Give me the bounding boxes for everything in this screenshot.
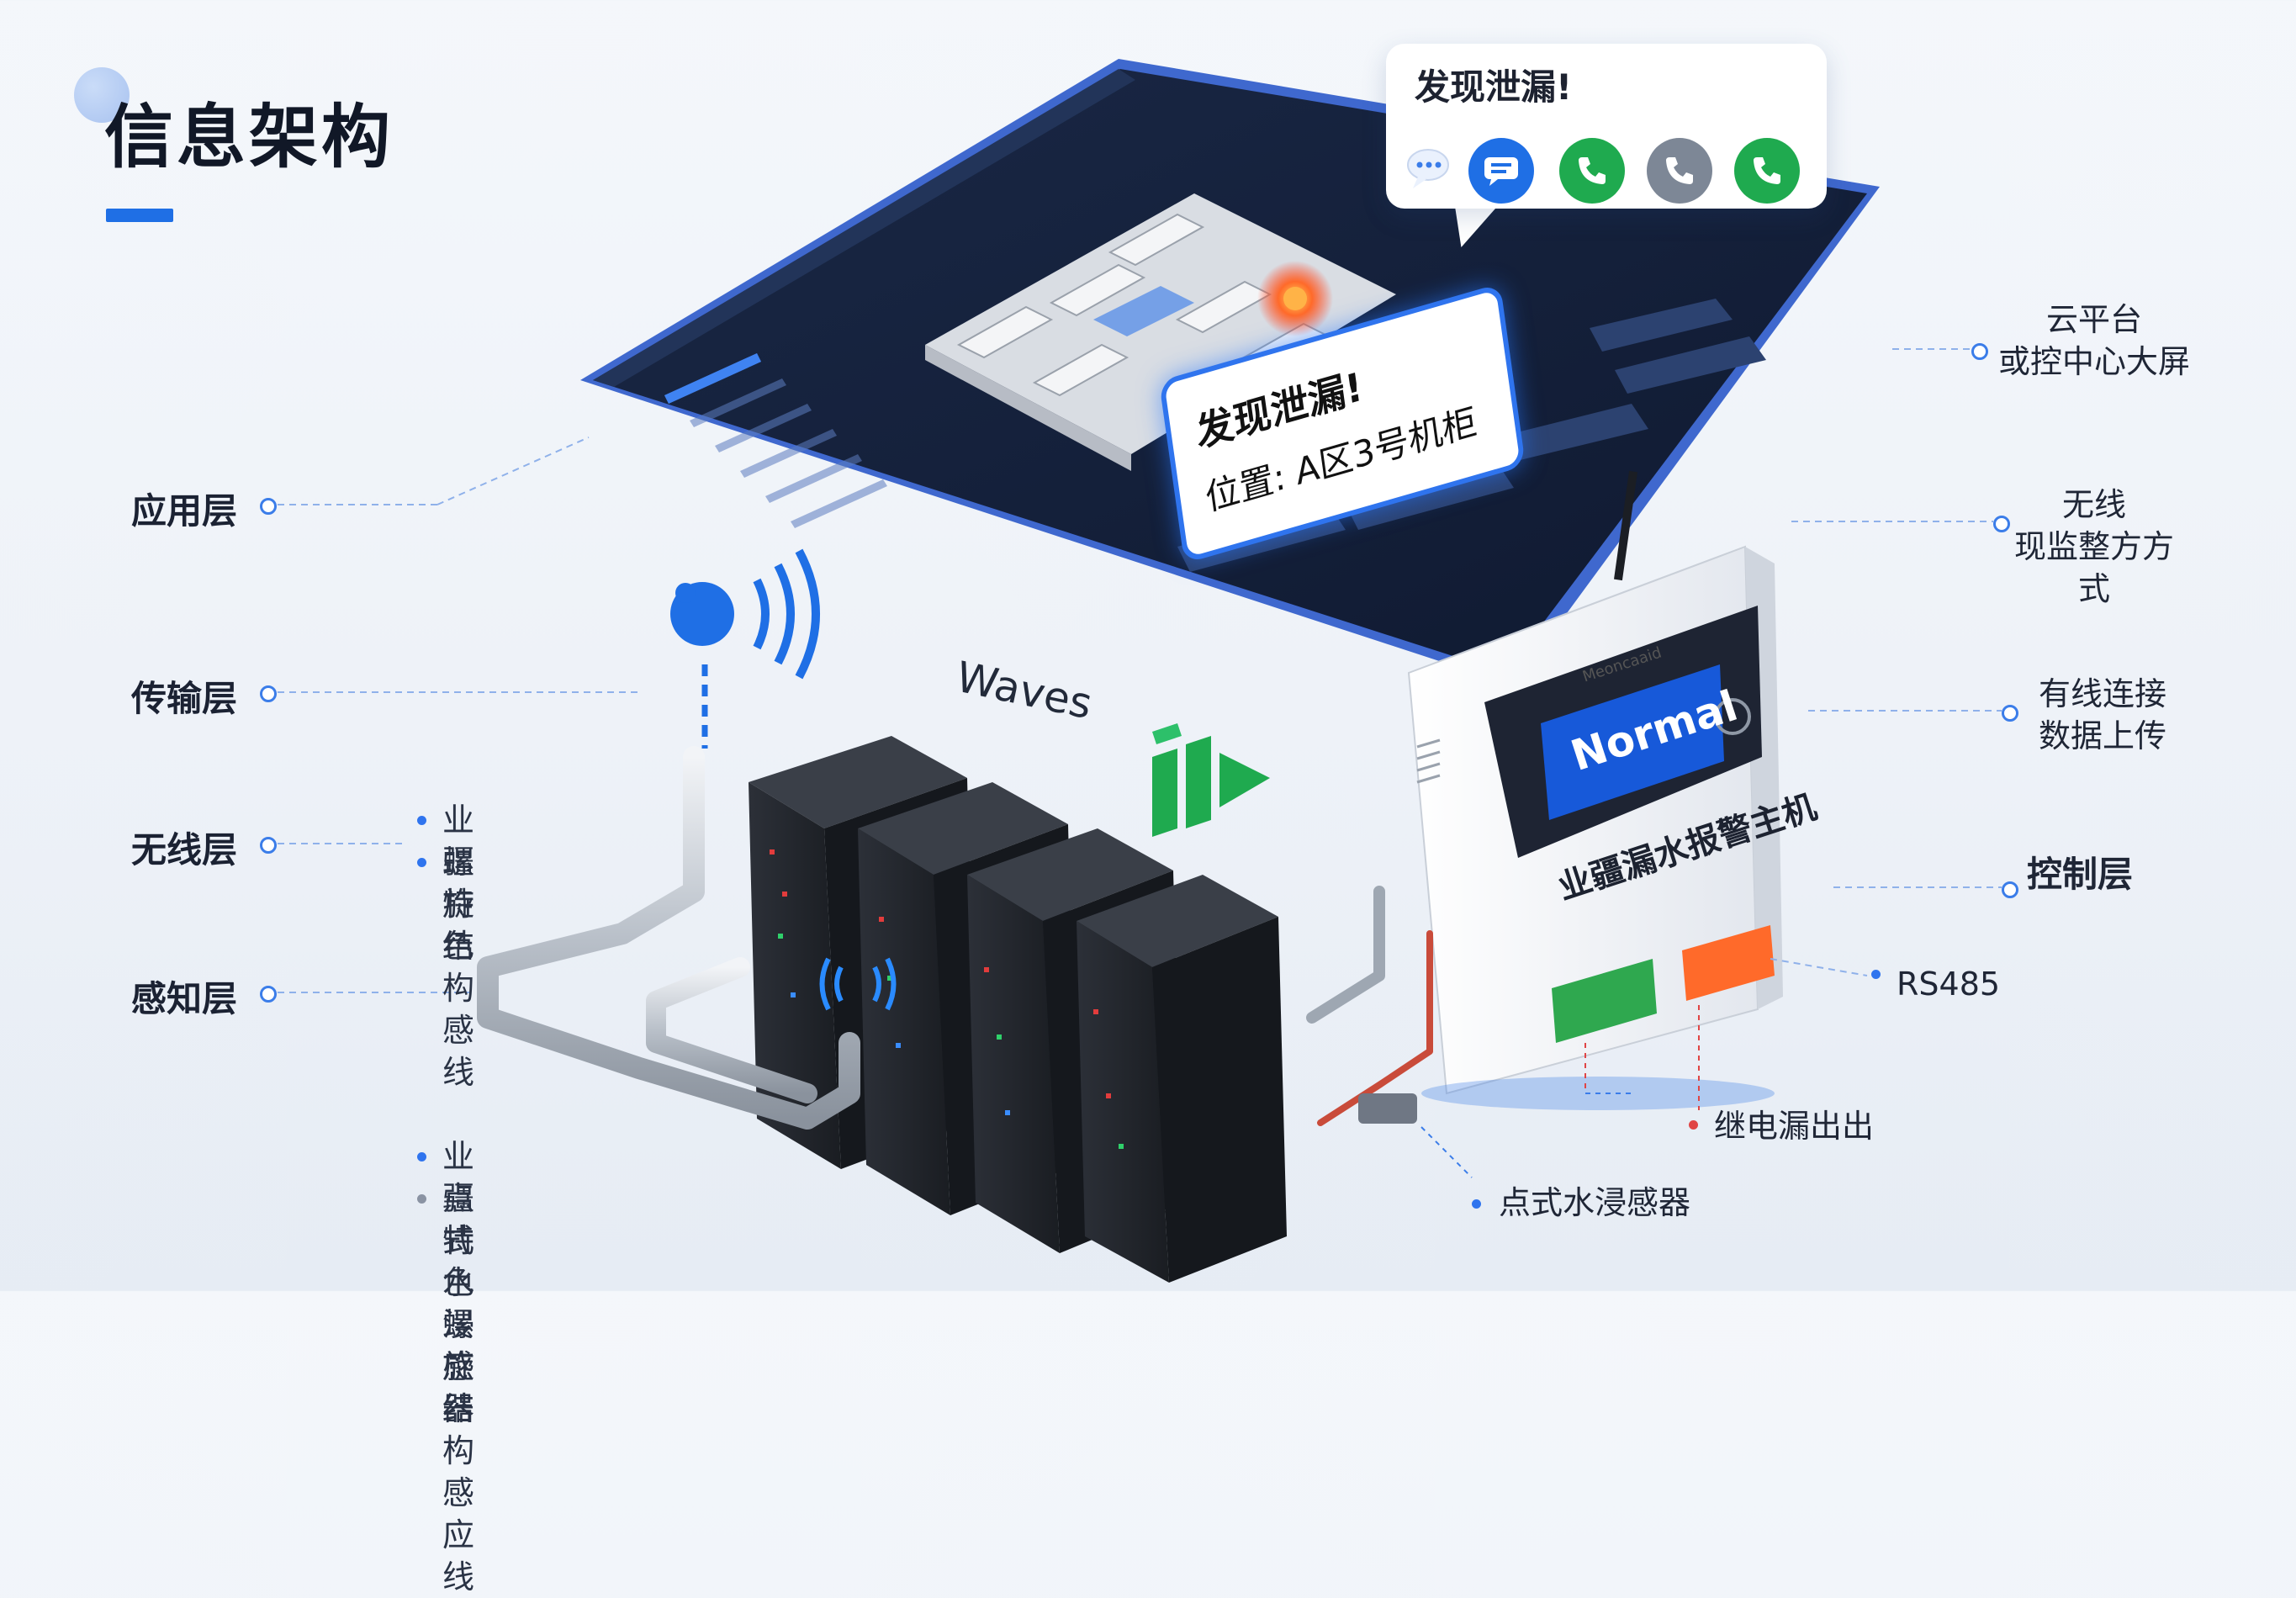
wireless-method-label: 无线 现监整方方式 [2002,484,2187,610]
phone-call-button-gray[interactable] [1647,138,1712,204]
bullet-dot [417,1152,426,1161]
wireless-signal-icon [670,548,820,749]
sensing-note-2: 点式水浸感器 [442,1180,475,1427]
wireless-label-line-2: 现监整方方式 [2013,528,2174,607]
leader-ring [1971,343,1988,360]
bullet-dot [1871,970,1881,979]
leak-notification-popup: 发现泄漏! [1386,44,1827,209]
leader-ring [260,837,277,854]
leak-alarm-host-device [1407,545,1783,1110]
rs485-label: RS485 [1897,966,2001,1003]
message-icon[interactable] [1468,138,1534,204]
phone-call-button-green-2[interactable] [1734,138,1800,204]
phone-icon [1666,157,1693,184]
cloud-label-line-1: 云平台 [2045,301,2142,338]
wireless-note-2: 螺旋结构感线 [442,844,475,1091]
bullet-dot [417,1194,426,1204]
layer-label-application: 应用层 [131,490,238,532]
wired-connection-label: 有线连接 数据上传 [2018,673,2187,757]
leader-ring [260,986,277,1003]
bullet-dot [417,858,426,867]
chat-bubble-icon[interactable] [1406,143,1453,190]
bullet-dot [1689,1120,1698,1130]
layer-label-transport: 传输层 [131,678,238,719]
cloud-label-line-2: 或控中心大屏 [1997,343,2190,380]
bullet-dot [417,816,426,825]
layer-label-sensing: 感知层 [131,978,238,1019]
layer-label-wireless: 无线层 [131,829,238,870]
wireless-label-line-1: 无线 [2061,486,2126,523]
rack-wifi-icon [819,957,897,1011]
phone-icon [1754,157,1780,184]
leader-lines [278,348,2002,993]
green-signal-icon [1152,723,1270,837]
popup-title: 发现泄漏! [1415,66,1573,108]
wired-label-line-2: 数据上传 [2038,717,2166,754]
leader-ring [2002,705,2018,722]
leader-ring [260,498,277,515]
wired-label-line-1: 有线连接 [2038,675,2166,712]
wireless-note-1: 业疆特色 [442,802,475,965]
leader-ring [260,685,277,702]
control-layer-label: 控制层 [2027,854,2134,895]
phone-icon [1579,157,1606,184]
leader-ring [2002,881,2018,898]
leader-ring [1993,516,2010,532]
bullet-dot [1472,1199,1481,1209]
cloud-platform-label: 云平台 或控中心大屏 [1993,299,2195,383]
phone-call-button-green[interactable] [1559,138,1625,204]
diagram-illustration [278,59,2002,1283]
point-water-sensor [1358,1093,1417,1124]
point-sensor-label: 点式水浸感器 [1499,1184,1691,1221]
sensing-cable-pipes [477,746,1433,1130]
server-racks [749,736,1287,1283]
relay-output-label: 继电漏出出 [1714,1108,1875,1145]
page-title: 信息架构 [104,98,394,177]
title-decoration-dot [74,67,130,123]
title-underline [106,209,173,222]
